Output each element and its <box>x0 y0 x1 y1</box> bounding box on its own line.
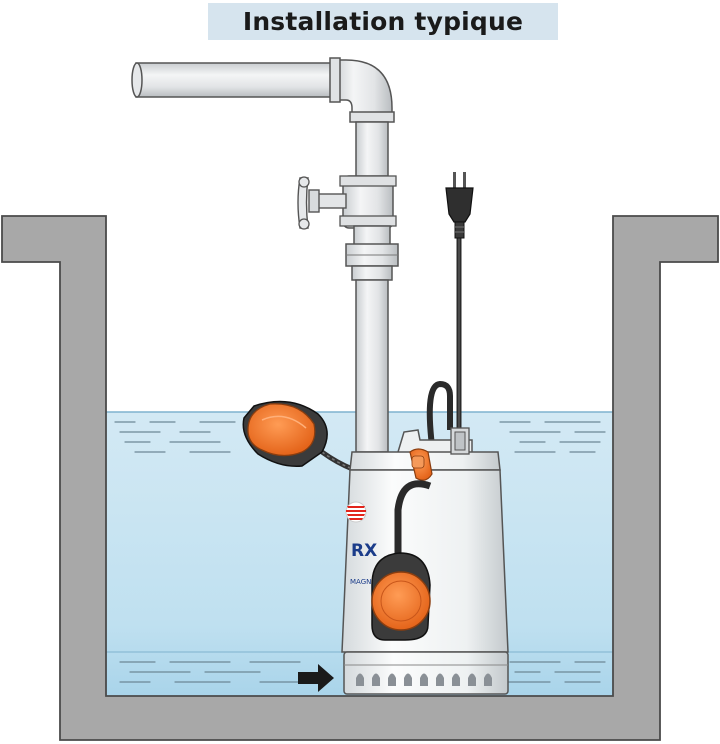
page-title: Installation typique <box>242 7 524 36</box>
strainer-slots <box>356 673 492 686</box>
brand-logo-icon <box>345 501 367 523</box>
tank-wall <box>1 215 719 741</box>
title-banner: Installation typique <box>208 3 558 40</box>
valve-handwheel-icon <box>297 176 347 230</box>
float-switch-icon <box>371 480 432 641</box>
flow-arrow-icon <box>298 664 334 692</box>
water-ripples <box>114 421 606 683</box>
pump-brand-text: RX <box>351 541 377 561</box>
float-switch-icon <box>242 400 328 467</box>
discharge-pipe <box>131 57 399 453</box>
power-plug-icon <box>445 172 474 239</box>
pump-label-text: MAGNUS <box>350 578 381 586</box>
